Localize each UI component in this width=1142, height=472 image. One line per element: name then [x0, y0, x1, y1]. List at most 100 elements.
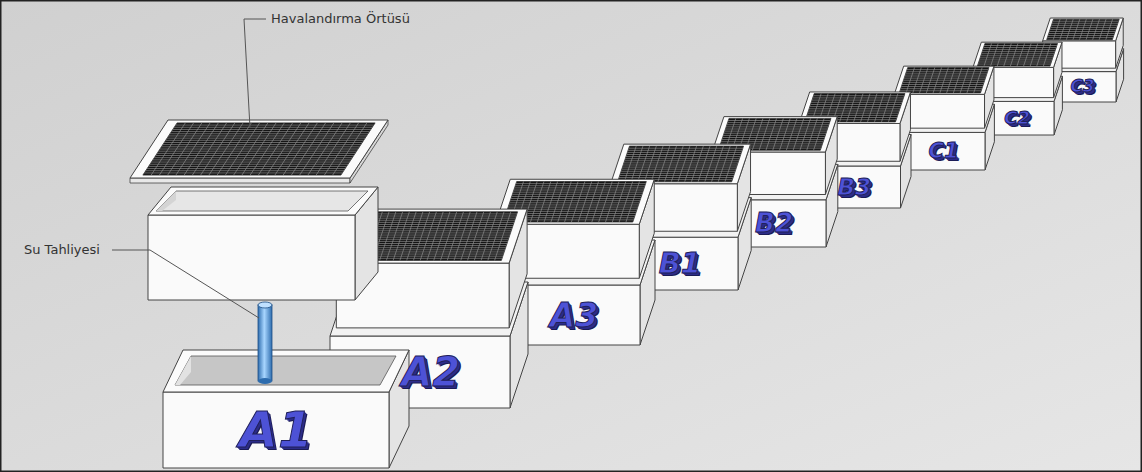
grid-line — [678, 146, 690, 182]
ventilation-grid — [899, 68, 989, 93]
grid-line — [904, 78, 985, 79]
grid-line — [953, 68, 961, 93]
box-label-face: B1 — [606, 237, 738, 290]
grid-line — [620, 175, 734, 176]
grid-line — [291, 123, 325, 175]
grid-line — [1093, 19, 1100, 40]
grid-line — [982, 51, 1055, 52]
box-code: C2 — [1004, 109, 1030, 127]
grid-line — [906, 71, 987, 72]
box-label-face: B3 — [796, 166, 901, 208]
grid-line — [728, 120, 830, 121]
grid-line — [258, 123, 292, 175]
grid-line — [752, 118, 763, 150]
grid-line — [947, 68, 955, 93]
grid-line — [407, 212, 423, 261]
grid-line — [723, 135, 825, 136]
grid-line — [623, 164, 737, 165]
grid-line — [510, 200, 640, 201]
grid-line — [766, 118, 777, 150]
grid-line — [1030, 43, 1038, 66]
grid-line — [906, 73, 987, 74]
grid-line — [393, 212, 409, 261]
grid-line — [644, 146, 656, 182]
grid-line — [1086, 19, 1093, 40]
box-label-face: A2 — [330, 336, 510, 408]
grid-line — [888, 94, 897, 122]
grid-line — [356, 228, 512, 229]
drain-pipe — [258, 305, 272, 381]
part-name: Havalandırma Örtüsü — [271, 11, 410, 27]
grid-line — [1017, 43, 1025, 66]
box-label-face: C2 — [970, 101, 1054, 135]
grid-line — [267, 123, 301, 175]
grid-line — [512, 194, 642, 195]
box-label-face: A3 — [490, 285, 640, 345]
inner-wall — [156, 191, 176, 211]
grid-line — [300, 123, 334, 175]
grid-line — [461, 212, 477, 261]
grid-line — [624, 146, 636, 182]
box-label-face: C3 — [1040, 72, 1116, 102]
grid-line — [978, 64, 1051, 65]
grid-line — [813, 95, 904, 96]
grid-line — [627, 152, 741, 153]
grid-line — [1010, 43, 1018, 66]
grid-line — [413, 212, 429, 261]
lid-rim — [130, 120, 388, 178]
box-code: C1 — [929, 141, 959, 162]
grid-line — [786, 118, 797, 150]
grid-line — [625, 158, 739, 159]
grid-line — [400, 212, 416, 261]
grid-line — [623, 167, 737, 168]
grid-line — [361, 216, 517, 217]
grid-line — [474, 212, 490, 261]
grid-line — [960, 68, 968, 93]
grid-line — [361, 213, 517, 214]
grid-line — [979, 59, 1052, 60]
grid-line — [629, 148, 743, 149]
grid-line — [967, 68, 975, 93]
grid-lines — [978, 43, 1057, 66]
grid-line — [907, 69, 988, 70]
part-name: Su Tahliyesi — [24, 242, 100, 258]
grid-line — [316, 123, 350, 175]
grid-line — [991, 43, 999, 66]
grid-line — [510, 202, 640, 203]
ventilation-grid — [977, 43, 1057, 66]
lid-rim — [611, 144, 751, 184]
ventilation-grid — [143, 123, 375, 175]
grid-line — [651, 146, 663, 182]
box-code: B1 — [659, 249, 701, 278]
grid-line — [427, 212, 443, 261]
grid-line — [665, 146, 677, 182]
ventilation-grid — [1047, 19, 1120, 40]
grid-line — [773, 118, 784, 150]
grid-line — [793, 118, 804, 150]
box-code: B3 — [838, 176, 872, 199]
grid-line — [511, 198, 641, 199]
grid-line — [481, 212, 497, 261]
box-code: B2 — [755, 210, 793, 236]
grid-line — [163, 144, 361, 145]
grid-line — [1050, 29, 1116, 30]
grid-line — [814, 118, 825, 150]
grid-line — [1004, 43, 1012, 66]
grid-line — [622, 169, 736, 170]
grid-line — [620, 173, 734, 174]
drain-pipe-top — [258, 302, 272, 308]
grid-line — [631, 146, 643, 182]
grid-line — [1051, 27, 1117, 28]
grid-line — [721, 141, 823, 142]
grid-line — [800, 118, 811, 150]
grid-line — [324, 123, 358, 175]
grid-line — [166, 140, 364, 141]
grid-line — [759, 118, 770, 150]
grid-lines — [618, 146, 743, 182]
box-interior — [156, 191, 368, 211]
grid-line — [1043, 43, 1051, 66]
grid-line — [170, 133, 368, 134]
grid-line — [308, 123, 342, 175]
